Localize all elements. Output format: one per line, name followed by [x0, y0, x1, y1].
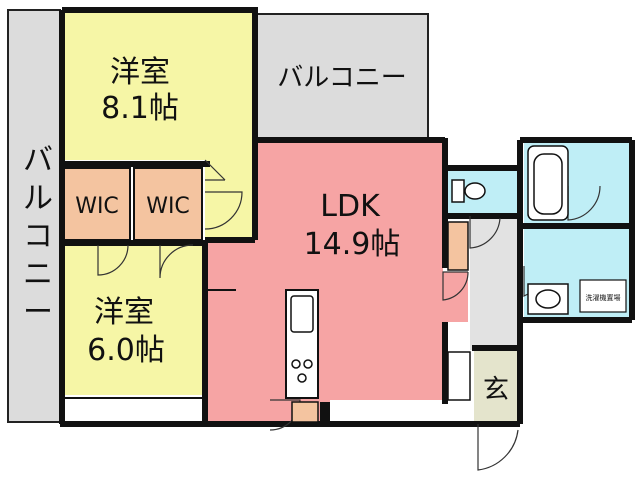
washer-area	[579, 279, 627, 313]
toilet-icon	[451, 179, 486, 203]
bedroom2-closet	[62, 398, 204, 422]
balcony-left-char: ニ	[23, 257, 53, 292]
balcony-left-char: ー	[23, 295, 53, 330]
wic2-area	[133, 167, 203, 241]
balcony-left-char: ル	[23, 181, 53, 216]
washbasin-icon	[527, 283, 569, 315]
bedroom2-name: 洋室	[94, 295, 154, 330]
balcony-left-area	[7, 9, 61, 423]
bedroom2-area	[62, 245, 204, 395]
bedroom1-size: 8.1帖	[101, 91, 179, 126]
bedroom1-area	[62, 10, 255, 160]
bathtub-icon	[527, 145, 569, 221]
balcony-left-label: バ ル コ ニ ー	[23, 143, 53, 330]
genkan-label: 玄	[483, 375, 509, 405]
balcony-top-area	[254, 13, 429, 141]
ldk-size: 14.9帖	[304, 227, 401, 262]
bedroom1-name: 洋室	[110, 55, 170, 90]
bedroom1-lower-area	[205, 160, 255, 240]
walls	[59, 7, 635, 427]
pantry-block	[320, 402, 330, 422]
genkan-area	[474, 350, 518, 422]
kitchen-sink	[290, 295, 314, 333]
shoe-cabinet	[447, 351, 471, 401]
fridge-space	[291, 401, 319, 423]
entry-storage	[447, 221, 469, 271]
washer-label: 洗濯機置場	[586, 293, 621, 302]
balcony-left-char: バ	[23, 143, 53, 178]
stove-icon	[291, 359, 313, 383]
thin-walls	[62, 168, 236, 399]
balcony-top-label: バルコニー	[277, 63, 406, 93]
wic1-label: WIC	[75, 194, 119, 219]
wic2-label: WIC	[146, 194, 190, 219]
ldk-name: LDK	[320, 189, 381, 224]
hall-area	[470, 216, 520, 350]
bedroom2-size: 6.0帖	[87, 333, 165, 368]
balcony-left-char: コ	[23, 219, 53, 254]
ldk-area	[205, 140, 468, 422]
